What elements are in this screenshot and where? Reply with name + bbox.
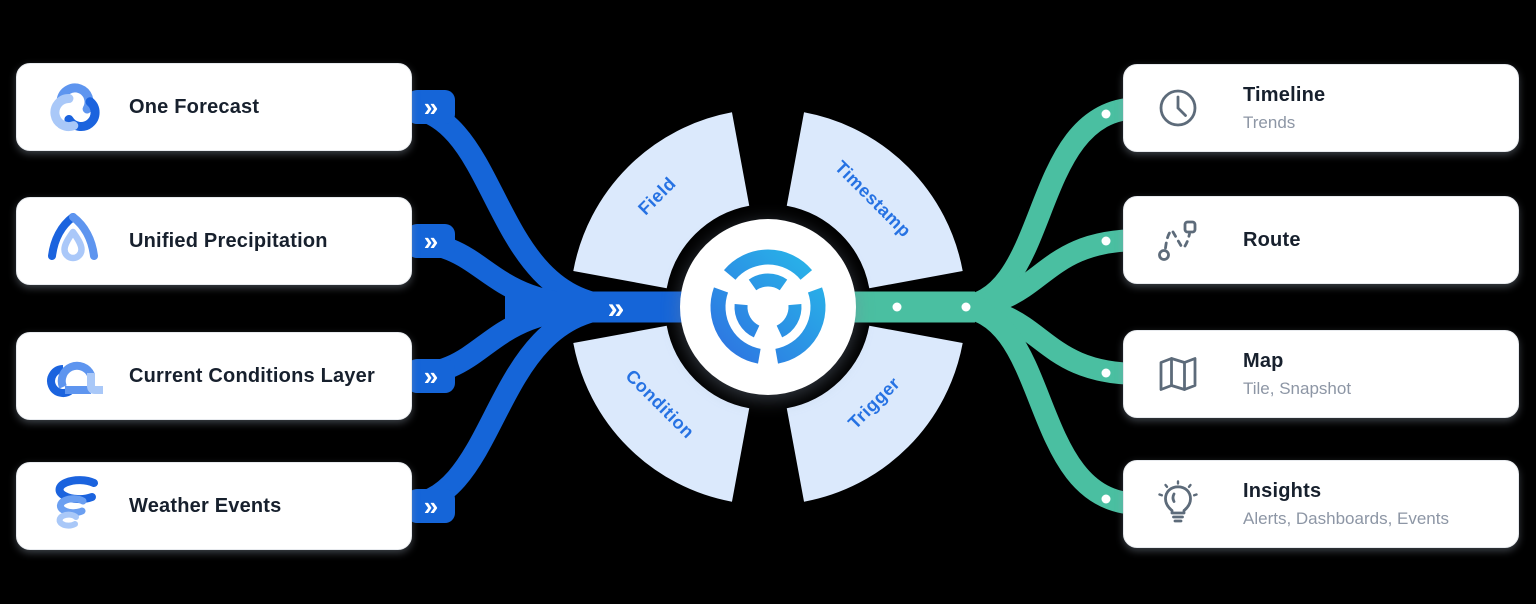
hub-segment-top-left <box>573 112 751 290</box>
precipitation-drop-icon <box>48 213 98 262</box>
output-card-timeline: Timeline Trends <box>1123 64 1519 152</box>
lightbulb-icon <box>1158 480 1198 523</box>
chevron-icon: » <box>424 361 438 391</box>
output-card-subtitle: Alerts, Dashboards, Events <box>1243 509 1449 528</box>
cloud-conditions-icon <box>47 361 103 397</box>
output-pipe-dots <box>892 109 1111 504</box>
source-card-label: Current Conditions Layer <box>129 365 375 387</box>
platform-logo-icon <box>710 249 826 364</box>
hub-core <box>680 219 856 395</box>
source-card-weather-events: Weather Events <box>16 462 412 550</box>
tornado-icon <box>55 476 98 529</box>
source-card-one-forecast: One Forecast <box>16 63 412 151</box>
chevron-icon: » <box>424 491 438 521</box>
output-card-title: Route <box>1243 229 1301 251</box>
output-card-title: Timeline <box>1243 84 1326 106</box>
forecast-cyclone-icon <box>50 83 100 131</box>
input-pipe-chevrons: » » » » » <box>407 90 624 523</box>
hub-segment-bottom-left <box>573 324 751 502</box>
source-card-label: One Forecast <box>129 96 260 118</box>
output-card-subtitle: Trends <box>1243 113 1296 132</box>
output-card-insights: Insights Alerts, Dashboards, Events <box>1123 460 1519 548</box>
source-card-unified-precipitation: Unified Precipitation <box>16 197 412 285</box>
output-card-subtitle: Tile, Snapshot <box>1243 379 1352 398</box>
clock-icon <box>1159 89 1197 127</box>
route-icon <box>1158 220 1197 261</box>
chevron-icon: » <box>608 292 625 325</box>
chevron-icon: » <box>424 226 438 256</box>
source-card-label: Unified Precipitation <box>129 230 328 252</box>
hub-ring <box>573 112 963 502</box>
map-icon <box>1159 357 1197 391</box>
output-card-title: Insights <box>1243 480 1322 502</box>
output-card-map: Map Tile, Snapshot <box>1123 330 1519 418</box>
output-card-route: Route <box>1123 196 1519 284</box>
output-card-title: Map <box>1243 350 1284 372</box>
hub-segment-top-right <box>785 112 963 290</box>
chevron-icon: » <box>424 92 438 122</box>
hub-segment-bottom-right <box>785 324 963 502</box>
source-card-current-conditions-layer: Current Conditions Layer <box>16 332 412 420</box>
source-card-label: Weather Events <box>129 495 282 517</box>
